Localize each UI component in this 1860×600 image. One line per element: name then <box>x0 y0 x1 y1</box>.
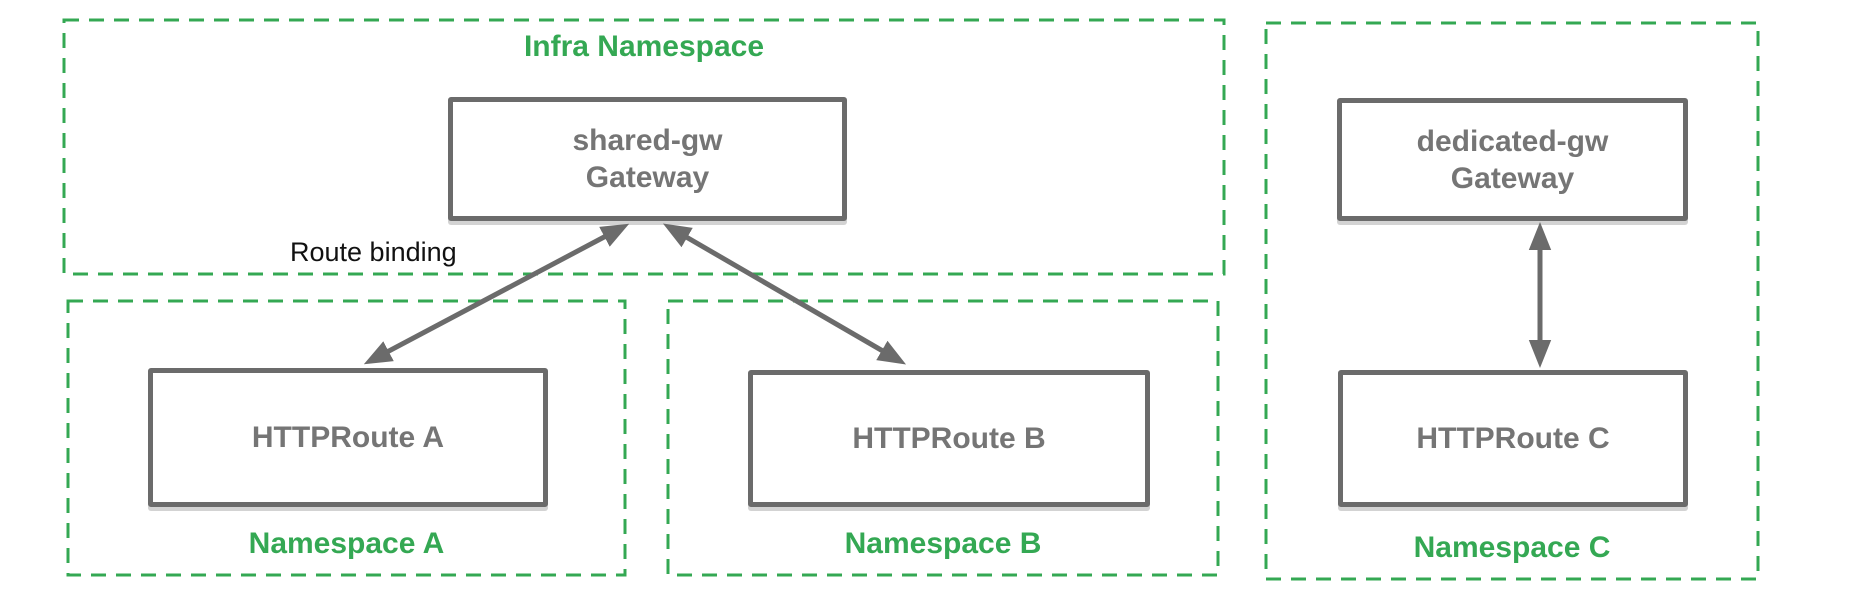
namespace-c-title: Namespace C <box>1413 531 1611 564</box>
shared-gateway-node: shared-gw Gateway <box>448 97 847 221</box>
namespace-b-border <box>666 299 1220 577</box>
httproute-c-label: HTTPRoute C <box>1416 422 1610 455</box>
dedicated-gateway-node: dedicated-gw Gateway <box>1337 98 1688 221</box>
dedicated-gateway-name: dedicated-gw <box>1416 124 1609 158</box>
httproute-a-node: HTTPRoute A <box>148 368 548 507</box>
httproute-a-label: HTTPRoute A <box>251 421 445 454</box>
shared-gateway-name: shared-gw <box>572 124 723 157</box>
infra-namespace-border <box>62 18 1226 276</box>
namespace-a-title: Namespace A <box>248 527 445 560</box>
infra-namespace-title: Infra Namespace <box>523 30 765 63</box>
httproute-b-node: HTTPRoute B <box>748 370 1150 507</box>
httproute-c-node: HTTPRoute C <box>1338 370 1688 507</box>
arrow-route-b-to-shared-gw <box>662 223 907 365</box>
shared-gateway-kind: Gateway <box>585 161 710 194</box>
route-binding-label: Route binding <box>290 237 457 267</box>
arrow-route-a-to-shared-gw <box>363 223 630 365</box>
httproute-b-label: HTTPRoute B <box>852 422 1046 455</box>
dedicated-gateway-kind: Gateway <box>1450 161 1575 195</box>
namespace-a-border <box>66 299 627 577</box>
namespace-b-title: Namespace B <box>844 527 1042 560</box>
